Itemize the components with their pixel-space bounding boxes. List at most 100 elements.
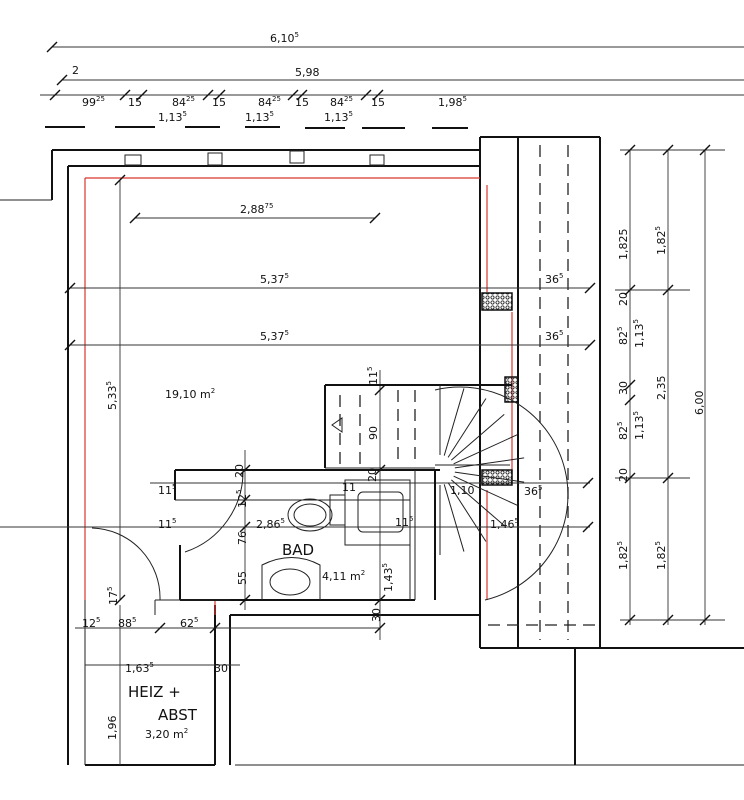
chimney-block	[481, 469, 513, 486]
stair-tread	[443, 484, 465, 552]
dimension-tick	[360, 89, 372, 101]
dimension-label: 5,98	[295, 66, 320, 79]
label-value: 55	[236, 571, 249, 585]
dimension-tick	[582, 477, 594, 489]
dimension-label: 125	[82, 616, 100, 630]
dimension-label: 365	[545, 272, 563, 286]
label-superscript: 5	[381, 563, 389, 567]
label-value: 2,88	[240, 203, 265, 216]
label-value: HEIZ +	[128, 683, 181, 701]
dimension-tick	[369, 212, 381, 224]
label-value: ABST	[158, 706, 198, 724]
stair-arc	[434, 386, 569, 601]
dimension-label: 8425	[330, 95, 353, 109]
dimension-label: 115	[395, 515, 413, 529]
label-value: 1,82	[617, 546, 630, 571]
dimension-label: 76	[236, 531, 249, 545]
dimension-label: 20	[233, 464, 246, 478]
dimension-label: 2	[72, 64, 79, 77]
label-value: 11	[395, 516, 409, 529]
shower-basin	[357, 491, 404, 533]
dimension-tick	[372, 89, 384, 101]
stair-tread	[451, 413, 505, 461]
label-superscript: 5	[106, 587, 114, 591]
dimension-label: 1,825	[654, 226, 668, 255]
label-value: 30	[214, 662, 228, 675]
dimension-tick	[239, 521, 251, 533]
dimension-tick	[584, 339, 596, 351]
label-value: 4,11 m	[322, 570, 361, 583]
dimension-label: 5,375	[260, 329, 289, 343]
label-value: 5,98	[295, 66, 320, 79]
label-value: 76	[236, 531, 249, 545]
label-value: 90	[367, 426, 380, 440]
dimension-label: 15	[295, 96, 309, 109]
label-value: 1,13	[245, 111, 270, 124]
dimension-tick	[56, 74, 68, 86]
dimension-label: 4,11 m2	[322, 569, 365, 583]
label-value: 1,63	[125, 662, 150, 675]
label-value: 20	[617, 468, 630, 482]
label-value: 20	[617, 292, 630, 306]
label-value: 36	[524, 485, 538, 498]
stair-tread	[443, 388, 465, 456]
label-value: 30	[370, 608, 383, 622]
label-superscript: 25	[96, 95, 105, 103]
label-superscript: 5	[616, 327, 624, 331]
dimension-label: 625	[180, 616, 198, 630]
label-superscript: 5	[654, 226, 662, 230]
stair-tread	[454, 471, 525, 483]
dimension-label: 115	[158, 517, 176, 531]
label-superscript: 5	[559, 329, 563, 337]
label-value: 84	[258, 96, 272, 109]
label-superscript: 5	[172, 517, 176, 525]
door-swing-arc	[91, 527, 161, 601]
dimension-label: 1,135	[324, 110, 353, 124]
dimension-label: 2,35	[655, 376, 668, 401]
dimension-tick	[114, 594, 126, 606]
label-superscript: 2	[361, 569, 365, 577]
label-value: 1,13	[158, 111, 183, 124]
label-value: 12	[82, 617, 96, 630]
stair-tread	[447, 482, 487, 542]
dimension-tick	[49, 89, 61, 101]
dimension-tick	[624, 472, 636, 484]
dimension-label: 20	[617, 468, 630, 482]
label-superscript: 5	[515, 517, 519, 525]
dimension-label: 9925	[82, 95, 105, 109]
label-superscript: 5	[349, 110, 353, 118]
window-frame	[124, 154, 142, 166]
dimension-label: 1,985	[438, 95, 467, 109]
label-superscript: 5	[463, 95, 467, 103]
dimension-label: 885	[118, 616, 136, 630]
label-value: 36	[545, 273, 559, 286]
label-value: 11	[158, 484, 172, 497]
dimension-tick	[239, 464, 251, 476]
label-superscript: 5	[366, 367, 374, 371]
label-superscript: 5	[295, 31, 299, 39]
label-value: 6,10	[270, 32, 295, 45]
label-value: 20	[233, 464, 246, 478]
label-value: 84	[172, 96, 186, 109]
label-value: 15	[295, 96, 309, 109]
label-value: 1,10	[450, 484, 475, 497]
dimension-label: 1,135	[632, 319, 646, 348]
label-superscript: 25	[272, 95, 281, 103]
dimension-tick	[119, 89, 131, 101]
dimension-label: 20	[617, 292, 630, 306]
label-value: 15	[128, 96, 142, 109]
dimension-label: 365	[545, 329, 563, 343]
label-value: 19,10 m	[165, 388, 211, 401]
label-superscript: 5	[538, 484, 542, 492]
dimension-label: 8425	[172, 95, 195, 109]
dimension-label: 3,20 m2	[145, 727, 188, 741]
label-value: 1,46	[490, 518, 515, 531]
dimension-label: 175	[106, 587, 120, 605]
dimension-tick	[64, 282, 76, 294]
dimension-tick	[64, 339, 76, 351]
stair-tread	[453, 475, 518, 506]
dimension-tick	[239, 594, 251, 606]
label-value: 84	[330, 96, 344, 109]
dimension-tick	[662, 472, 674, 484]
dimension-tick	[624, 394, 636, 406]
